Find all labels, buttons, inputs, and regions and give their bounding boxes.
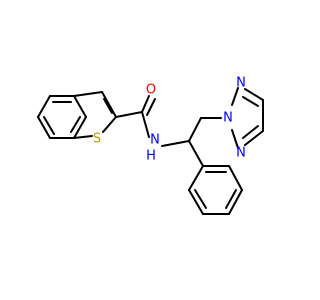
amide-nitrogen-label: N [150, 133, 160, 148]
amide-hydrogen-label: H [146, 149, 156, 164]
sulfur-label: S [93, 132, 101, 147]
triazole-nitrogen-top-label: N [236, 76, 246, 91]
phenyl-ring [188, 165, 243, 215]
triazole-nitrogen-left-label: N [223, 111, 233, 126]
oxygen-label: O [146, 83, 156, 98]
triazole-ring [231, 87, 264, 149]
molecule-structure-diagram: O S N H N N N [37, 76, 264, 215]
ethyl-linker-bonds [161, 117, 222, 167]
thiophene-ring [73, 91, 117, 139]
triazole-nitrogen-bottom-label: N [236, 146, 246, 161]
amide-bonds [115, 95, 156, 138]
benzene-ring-fused [37, 95, 87, 139]
